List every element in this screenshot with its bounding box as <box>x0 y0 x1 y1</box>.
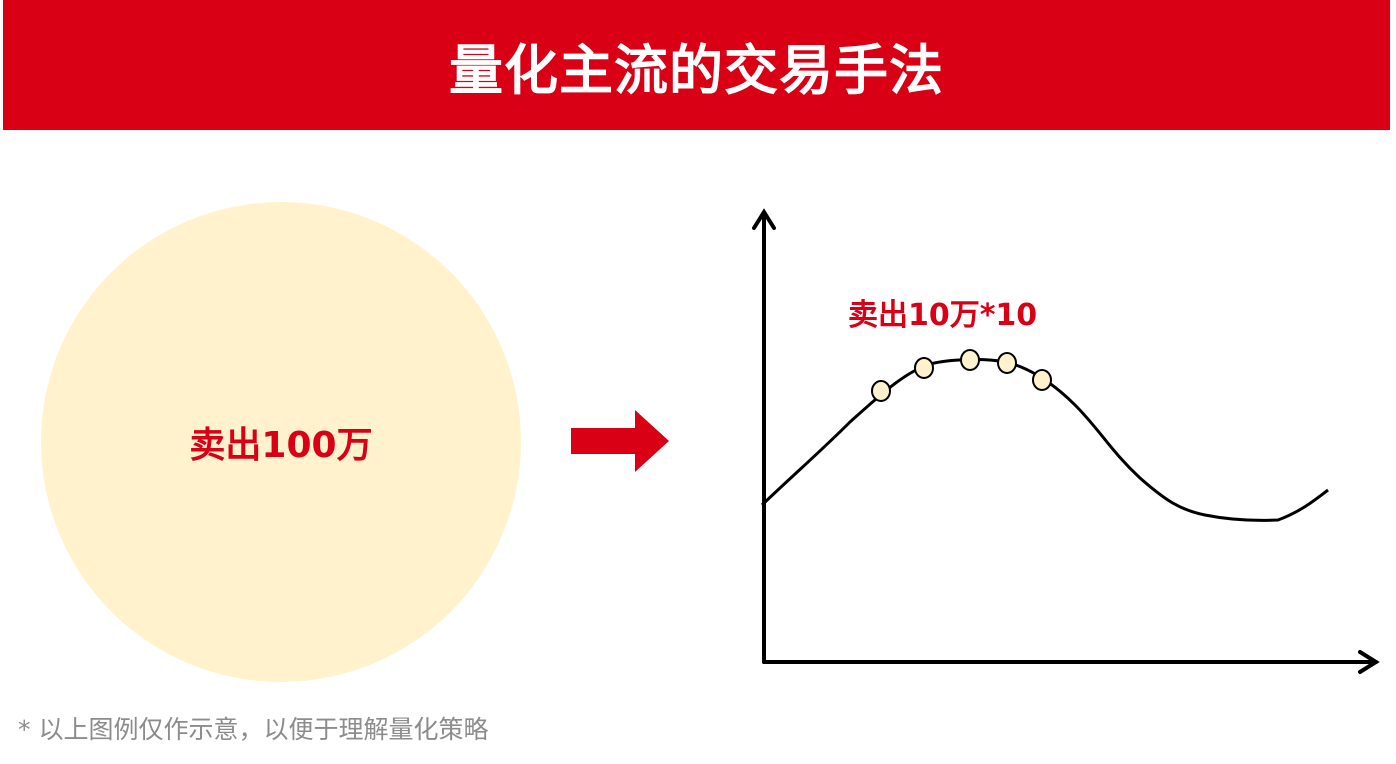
price-curve-diagram <box>752 208 1380 674</box>
single-order-circle: 卖出100万 <box>41 202 521 682</box>
order-dot <box>997 352 1017 374</box>
price-curve <box>760 358 1329 522</box>
page-title: 量化主流的交易手法 <box>449 38 944 102</box>
footnote: * 以上图例仅作示意，以便于理解量化策略 <box>18 715 489 744</box>
title-banner: 量化主流的交易手法 <box>3 0 1390 130</box>
order-dot <box>871 380 891 402</box>
x-axis <box>762 650 1380 674</box>
order-dot <box>960 349 980 371</box>
right-arrow-icon <box>571 410 669 472</box>
single-order-label: 卖出100万 <box>189 425 373 466</box>
y-axis <box>752 208 776 664</box>
order-dots <box>871 349 1052 402</box>
order-dot <box>1032 369 1052 391</box>
split-order-label: 卖出10万*10 <box>848 298 1038 333</box>
order-dot <box>914 357 934 379</box>
